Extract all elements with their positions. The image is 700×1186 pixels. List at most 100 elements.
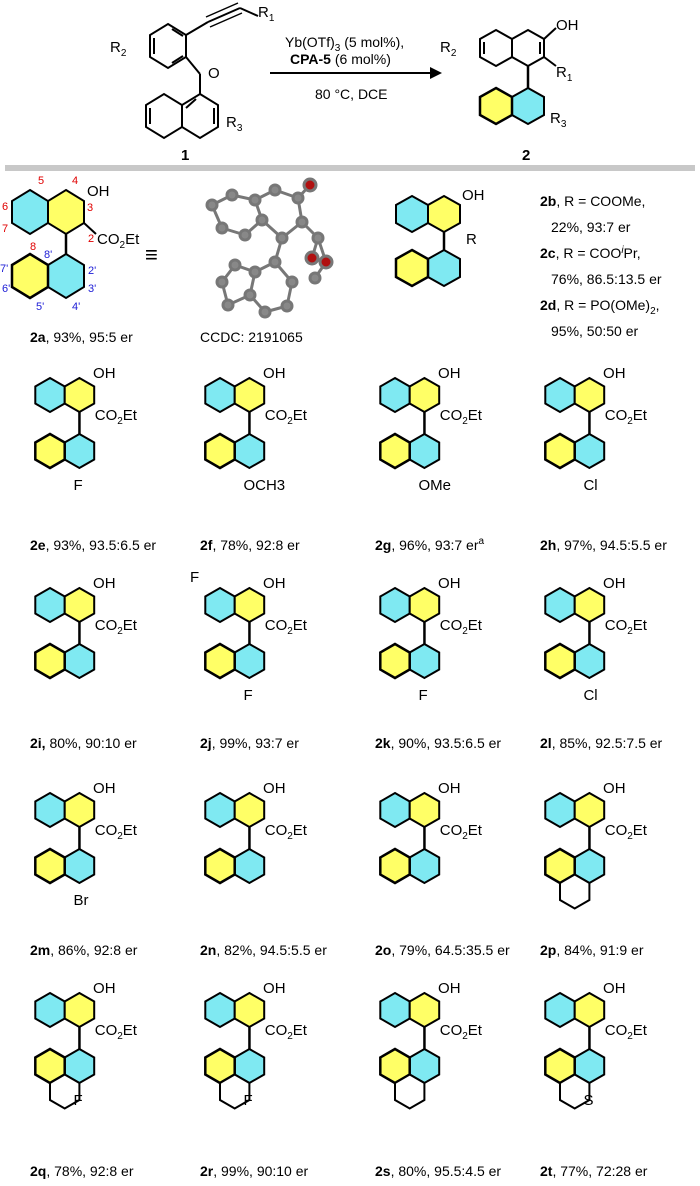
compound-caption: 2f, 78%, 92:8 er xyxy=(200,537,300,553)
compound-oh-label: OH xyxy=(438,365,461,382)
2bcd-oh: OH xyxy=(462,187,485,204)
r2-label-prod: R2 xyxy=(440,39,457,59)
svg-text:7': 7' xyxy=(0,263,8,275)
svg-text:6': 6' xyxy=(2,283,10,295)
equivalence-symbol: ≡ xyxy=(145,242,158,267)
svg-text:4': 4' xyxy=(72,301,80,313)
compound-substituent-label: Br xyxy=(73,892,88,909)
compound-caption: 2k, 90%, 93.5:6.5 er xyxy=(375,735,501,751)
2bcd-description: 2b, R = COOMe, 22%, 93:7 er 2c, R = COOi… xyxy=(540,193,662,339)
svg-text:4: 4 xyxy=(72,175,78,187)
reagent-line-1: Yb(OTf)3 (5 mol%), xyxy=(285,34,404,54)
svg-text:6: 6 xyxy=(2,201,8,213)
sm-label: 1 xyxy=(181,147,189,164)
compound-2bcd-structure xyxy=(394,194,461,288)
compound-caption: 2l, 85%, 92.5:7.5 er xyxy=(540,735,663,751)
compound-caption: 2p, 84%, 91:9 er xyxy=(540,942,644,958)
compound-substituent-label: Cl xyxy=(583,477,597,494)
svg-text:5': 5' xyxy=(36,301,44,313)
compound-ester-label: CO2Et xyxy=(440,617,483,637)
compound-substituent-label: F xyxy=(190,569,199,586)
r1-label-sm: R1 xyxy=(258,4,275,24)
compound-oh-label: OH xyxy=(438,980,461,997)
compound-caption: 2n, 82%, 94.5:5.5 er xyxy=(200,942,327,958)
starting-material-1 xyxy=(145,2,259,140)
compound-ester-label: CO2Et xyxy=(265,1022,308,1042)
compound-caption: 2e, 93%, 93.5:6.5 er xyxy=(30,537,156,553)
compound-ester-label: CO2Et xyxy=(95,617,138,637)
2a-atom-numbers-red: 5 4 3 6 7 2 8 xyxy=(2,175,94,253)
ccdc-label: CCDC: 2191065 xyxy=(200,329,303,345)
compound-oh-label: OH xyxy=(93,980,116,997)
svg-text:2: 2 xyxy=(88,233,94,245)
compound-oh-label: OH xyxy=(603,980,626,997)
compound-ester-label: CO2Et xyxy=(605,617,648,637)
compound-ester-label: CO2Et xyxy=(440,407,483,427)
compound-caption: 2s, 80%, 95.5:4.5 er xyxy=(375,1163,501,1179)
compound-oh-label: OH xyxy=(438,780,461,797)
compound-caption: 2h, 97%, 94.5:5.5 er xyxy=(540,537,667,553)
compound-oh-label: OH xyxy=(263,780,286,797)
r1-label-prod: R1 xyxy=(556,64,573,84)
compound-ester-label: CO2Et xyxy=(605,407,648,427)
svg-text:22%, 93:7 er: 22%, 93:7 er xyxy=(551,219,631,235)
product-oh: OH xyxy=(556,17,579,34)
compound-ester-label: CO2Et xyxy=(95,822,138,842)
compound-caption: 2j, 99%, 93:7 er xyxy=(200,735,299,751)
2a-ester: CO2Et xyxy=(97,231,140,251)
separator-bar xyxy=(5,165,695,171)
svg-text:7: 7 xyxy=(2,223,8,235)
compound-2a-structure xyxy=(10,188,97,300)
compound-ester-label: CO2Et xyxy=(265,407,308,427)
product-2-structure xyxy=(478,27,557,126)
compound-ester-label: CO2Et xyxy=(95,407,138,427)
carbonyl-oxygen: O xyxy=(208,65,220,82)
svg-text:3': 3' xyxy=(88,283,96,295)
svg-text:3: 3 xyxy=(87,202,93,214)
compound-caption: 2i, 80%, 90:10 er xyxy=(30,735,137,751)
compound-substituent-label: S xyxy=(583,1092,593,1109)
reagent-line-2: CPA-5 (6 mol%) xyxy=(290,51,391,67)
svg-text:8: 8 xyxy=(30,241,36,253)
r3-label-prod: R3 xyxy=(550,110,567,130)
compound-oh-label: OH xyxy=(93,575,116,592)
compound-oh-label: OH xyxy=(93,780,116,797)
compound-oh-label: OH xyxy=(603,780,626,797)
compound-substituent-label: OMe xyxy=(418,477,451,494)
2a-oh: OH xyxy=(87,183,110,200)
svg-text:2b, R = COOMe,: 2b, R = COOMe, xyxy=(540,193,645,209)
compound-caption: 2t, 77%, 72:28 er xyxy=(540,1163,648,1179)
compound-substituent-label: F xyxy=(73,1092,82,1109)
compound-2o-structure: OH CO2Et xyxy=(379,780,483,885)
compound-ester-label: CO2Et xyxy=(440,822,483,842)
compound-ester-label: CO2Et xyxy=(265,617,308,637)
compound-oh-label: OH xyxy=(603,365,626,382)
compound-caption: 2o, 79%, 64.5:35.5 er xyxy=(375,942,510,958)
conditions: 80 °C, DCE xyxy=(315,86,388,102)
compound-substituent-label: F xyxy=(73,477,82,494)
product-label: 2 xyxy=(522,147,530,164)
compound-oh-label: OH xyxy=(263,575,286,592)
compound-caption: 2r, 99%, 90:10 er xyxy=(200,1163,309,1179)
svg-text:76%, 86.5:13.5 er: 76%, 86.5:13.5 er xyxy=(551,271,662,287)
compound-2i-structure: OH CO2Et xyxy=(34,575,138,680)
compound-ester-label: CO2Et xyxy=(440,1022,483,1042)
compound-caption: 2m, 86%, 92:8 er xyxy=(30,942,138,958)
r3-label-sm: R3 xyxy=(226,114,243,134)
compound-ester-label: CO2Et xyxy=(265,822,308,842)
compound-substituent-label: OCH3 xyxy=(243,477,285,494)
compound-substituent-label: F xyxy=(418,687,427,704)
compound-oh-label: OH xyxy=(603,575,626,592)
2a-caption: 2a, 93%, 95:5 er xyxy=(30,329,133,345)
svg-text:2d, R = PO(OMe)2,: 2d, R = PO(OMe)2, xyxy=(540,297,660,317)
